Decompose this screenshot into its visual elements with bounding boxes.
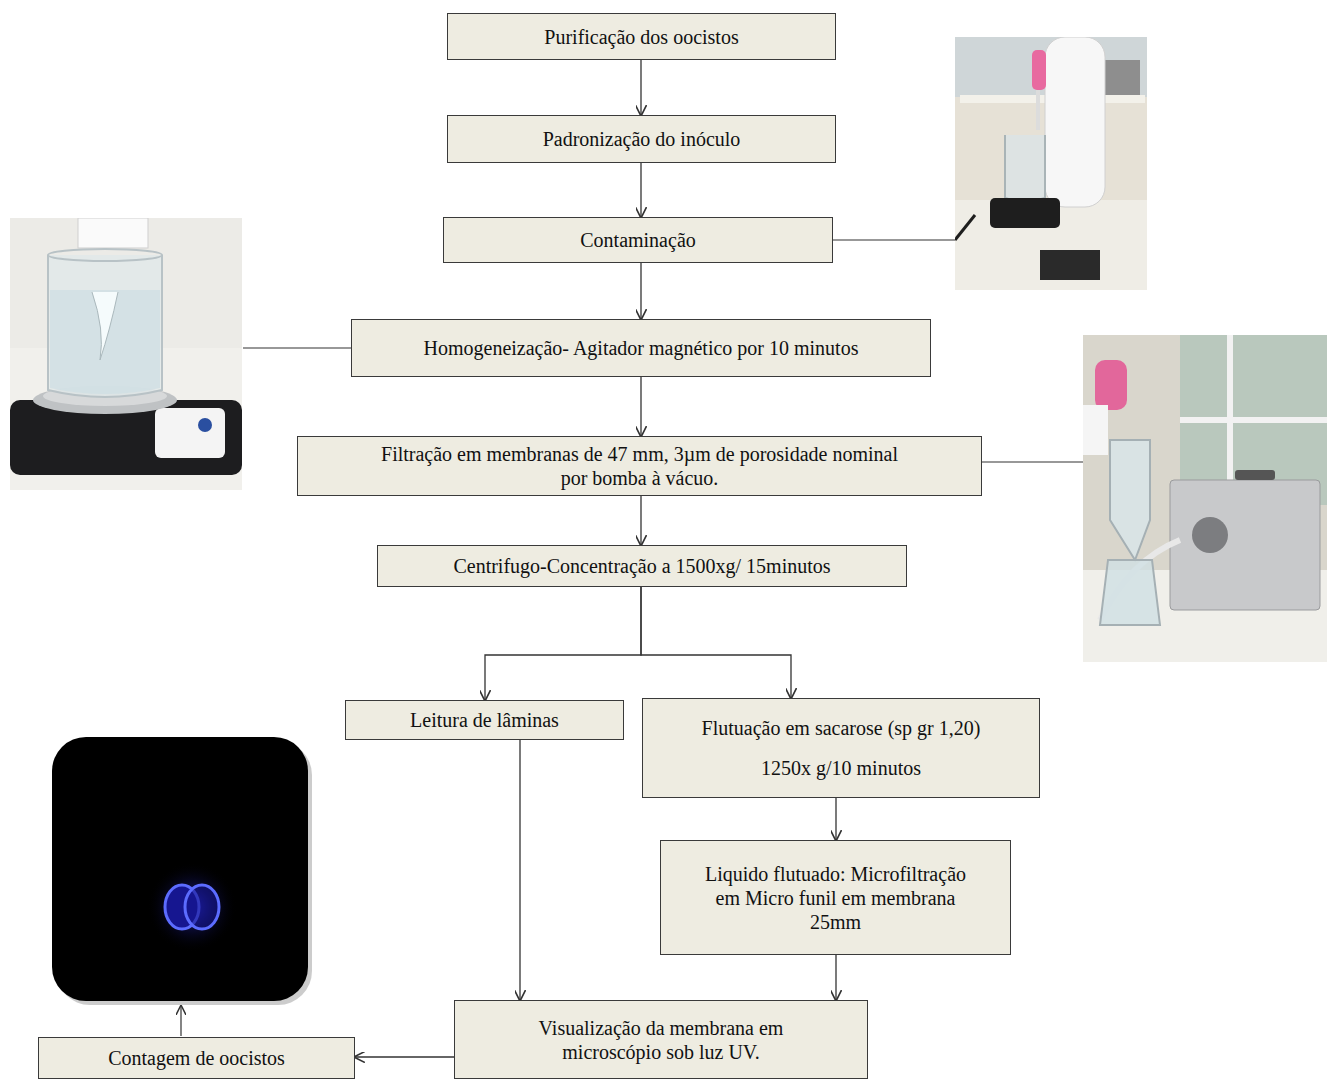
flow-arrow [640, 60, 641, 115]
illustration-part [155, 408, 225, 458]
illustration-part [48, 249, 162, 261]
leader-line [243, 347, 351, 348]
illustration-part [78, 218, 148, 248]
illustration-part [48, 255, 162, 397]
illustration-part [1192, 517, 1228, 553]
box-text: Visualização da membrana em microscópio … [515, 1016, 807, 1064]
illustration-part [1235, 470, 1275, 480]
process-box: Centrifugo-Concentração a 1500xg/ 15minu… [377, 545, 907, 587]
box-text: Contagem de oocistos [108, 1046, 285, 1070]
process-box: Homogeneização- Agitador magnético por 1… [351, 319, 931, 377]
flow-arrow [640, 163, 641, 217]
illustration-part [990, 198, 1060, 228]
illustration-part [50, 290, 160, 394]
box-text: Liquido flutuado: Microfiltração em Micr… [701, 862, 970, 934]
flow-arrow [835, 798, 836, 840]
illustration-part [955, 37, 1147, 290]
flow-arrow [519, 740, 520, 1000]
illustration-part [52, 737, 308, 1001]
box-text: Purificação dos oocistos [544, 25, 738, 49]
process-box: Padronização do inóculo [447, 115, 836, 163]
illustration-part [1110, 440, 1150, 560]
box-text: Padronização do inóculo [543, 127, 741, 151]
flow-arrow [640, 263, 641, 319]
flow-arrow [835, 955, 836, 1000]
process-box: Contagem de oocistos [38, 1037, 355, 1079]
illustration-part [147, 862, 237, 952]
box-text: Flutuação em sacarose (sp gr 1,20) [702, 716, 981, 740]
box-text: Leitura de lâminas [410, 708, 559, 732]
filtration-photo [1083, 335, 1327, 662]
illustration-part [1045, 37, 1105, 207]
illustration-part [92, 292, 118, 360]
illustration-part [198, 418, 212, 432]
box-text: 1250x g/10 minutos [761, 756, 921, 780]
process-box: Filtração em membranas de 47 mm, 3µm de … [297, 436, 982, 496]
process-box: Purificação dos oocistos [447, 13, 836, 60]
box-text: Contaminação [580, 228, 696, 252]
illustration-part [1083, 335, 1327, 662]
illustration-part [1180, 417, 1327, 423]
flow-arrow [641, 587, 791, 698]
leader-line [833, 239, 955, 240]
illustration-part [955, 215, 975, 240]
stirrer-photo [10, 218, 242, 490]
illustration-part [1040, 250, 1100, 280]
illustration-part [1032, 50, 1046, 90]
illustration-part [1095, 360, 1127, 410]
illustration-part [10, 218, 242, 490]
leader-line [982, 461, 1083, 462]
flow-arrow [485, 587, 641, 700]
process-box: Flutuação em sacarose (sp gr 1,20) 1250x … [642, 698, 1040, 798]
contamination-photo [955, 37, 1147, 290]
process-box: Liquido flutuado: Microfiltração em Micr… [660, 840, 1011, 955]
flow-arrow [640, 496, 641, 545]
illustration-part [1100, 560, 1160, 625]
illustration-part [185, 885, 219, 929]
box-text: Filtração em membranas de 47 mm, 3µm de … [370, 442, 909, 490]
process-box: Leitura de lâminas [345, 700, 624, 740]
illustration-part [1170, 480, 1320, 610]
process-box: Contaminação [443, 217, 833, 263]
box-text: Homogeneização- Agitador magnético por 1… [424, 336, 859, 360]
illustration-part [1005, 135, 1045, 202]
flow-arrow [640, 377, 641, 436]
illustration-part [1083, 405, 1108, 455]
flow-arrow [355, 1056, 454, 1057]
illustration-part [1036, 90, 1040, 130]
process-box: Visualização da membrana em microscópio … [454, 1000, 868, 1079]
box-text: Centrifugo-Concentração a 1500xg/ 15minu… [453, 554, 830, 578]
fluorescence-image [52, 737, 312, 1005]
arrow-to-image [180, 1006, 181, 1036]
